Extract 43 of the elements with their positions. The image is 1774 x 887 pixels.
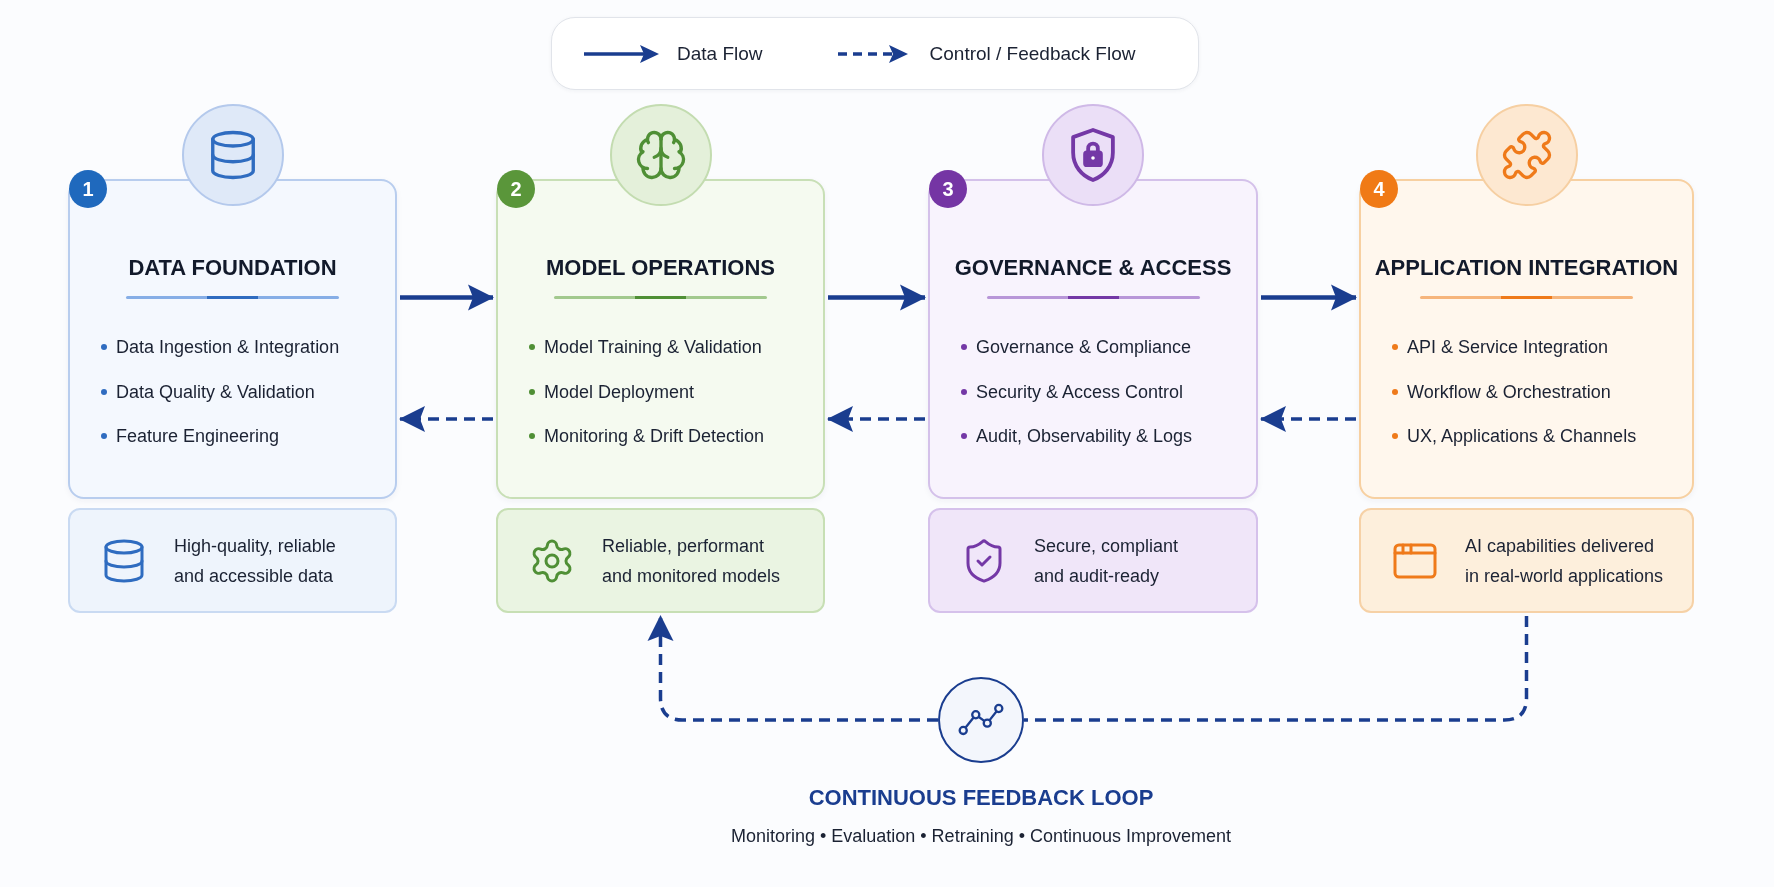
list-item-text: Data Ingestion & Integration	[116, 336, 340, 359]
outcome-text: Reliable, performant and monitored models	[602, 534, 782, 588]
outcome-text: AI capabilities delivered in real-world applications	[1465, 534, 1665, 588]
list-item-text: Audit, Observability & Logs	[976, 425, 1193, 448]
stage-card	[68, 179, 397, 499]
legend-label: Data Flow	[677, 41, 763, 66]
stage-title: APPLICATION INTEGRATION	[1374, 254, 1679, 282]
list-item-text: Monitoring & Drift Detection	[544, 425, 765, 448]
dashed-arrow	[647, 615, 938, 722]
arrow	[828, 284, 926, 311]
legend-label: Control / Feedback Flow	[929, 41, 1136, 66]
stage-card	[496, 179, 825, 499]
step-number: 1	[69, 170, 107, 208]
outcome-text: Secure, compliant and audit-ready	[1034, 534, 1180, 588]
outcome-card	[68, 508, 397, 613]
stage-title: GOVERNANCE & ACCESS	[954, 254, 1232, 282]
arrow	[1261, 284, 1357, 311]
outcome-card	[1359, 508, 1694, 613]
dashed-arrow	[827, 406, 925, 432]
loop-title: CONTINUOUS FEEDBACK LOOP	[808, 784, 1154, 812]
list-item-text: Model Training & Validation	[544, 336, 762, 359]
step-number: 3	[929, 170, 967, 208]
list-item-text: Model Deployment	[544, 380, 695, 404]
list-item-text: UX, Applications & Channels	[1407, 425, 1637, 448]
list-item-text: Security & Access Control	[976, 380, 1184, 404]
stage-card	[928, 179, 1258, 499]
outcome-text: High-quality, reliable and accessible data	[174, 534, 337, 588]
list-item-text: Governance & Compliance	[976, 336, 1192, 359]
list-item-text: Feature Engineering	[116, 425, 280, 448]
dashed-arrow	[1260, 406, 1356, 432]
list-item-text: API & Service Integration	[1407, 336, 1609, 359]
step-number: 4	[1360, 170, 1398, 208]
outcome-card	[496, 508, 825, 613]
stage-title: MODEL OPERATIONS	[546, 254, 775, 282]
list-item-text: Workflow & Orchestration	[1407, 380, 1611, 404]
list-item-text: Data Quality & Validation	[116, 380, 315, 404]
outcome-card	[928, 508, 1258, 613]
stage-title: DATA FOUNDATION	[128, 254, 337, 282]
step-number: 2	[497, 170, 535, 208]
arrow	[400, 284, 494, 311]
stage-card	[1359, 179, 1694, 499]
dashed-arrow	[399, 406, 493, 432]
loop-subtitle: Monitoring • Evaluation • Retraining • Continuous Improvement	[730, 825, 1232, 848]
